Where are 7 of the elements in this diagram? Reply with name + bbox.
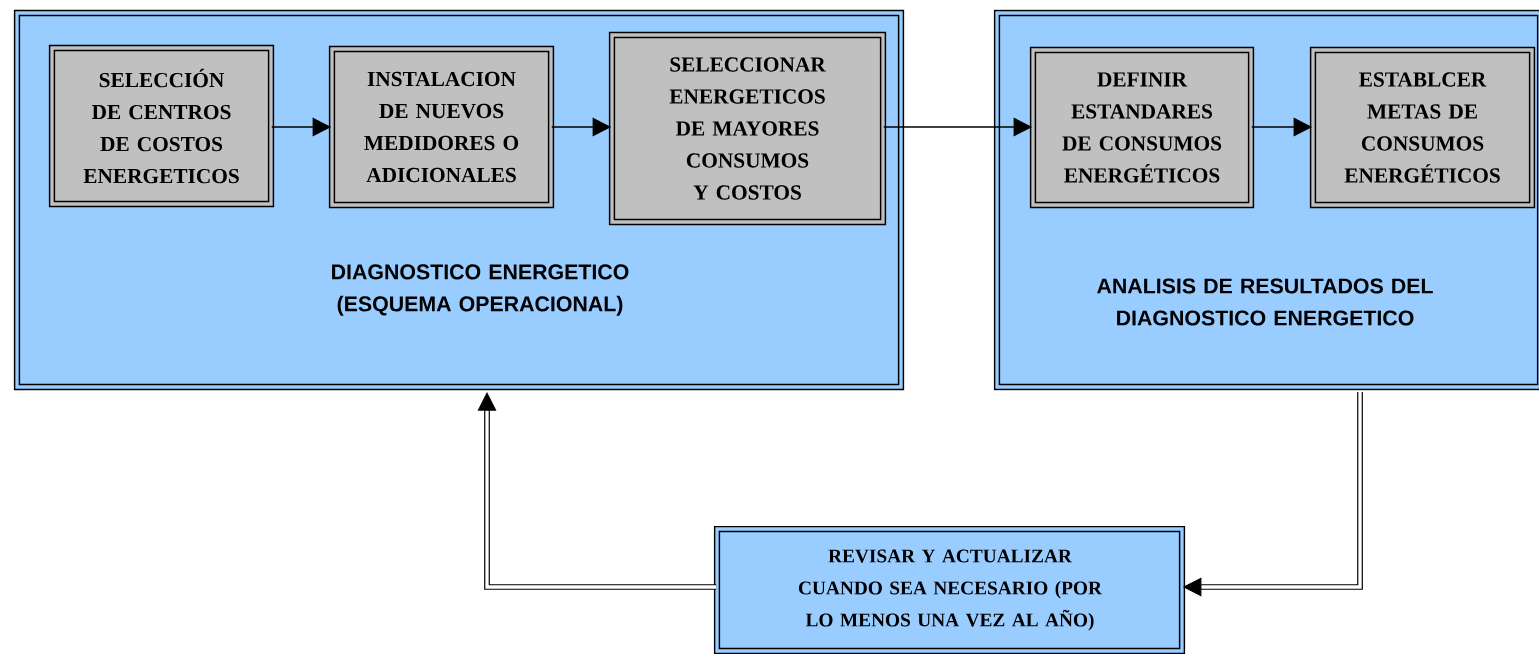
- process-box: DEFINIR ESTANDARES DE CONSUMOS ENERGÉTICOS: [1029, 46, 1255, 209]
- process-box: ESTABLCER METAS DE CONSUMOS ENERGÉTICOS: [1309, 46, 1536, 209]
- process-box: SELECCIÓN DE CENTROS DE COSTOS ENERGETICOS: [48, 44, 275, 208]
- process-box: INSTALACION DE NUEVOS MEDIDORES O ADICIONALES: [328, 45, 555, 209]
- process-box: SELECCIONAR ENERGETICOS DE MAYORES CONSUMOS Y COSTOS: [608, 31, 887, 226]
- review-box: REVISAR Y ACTUALIZAR CUANDO SEA NECESARIO (POR LO MENOS UNA VEZ AL AÑO): [713, 525, 1186, 654]
- arrow: [477, 392, 717, 590]
